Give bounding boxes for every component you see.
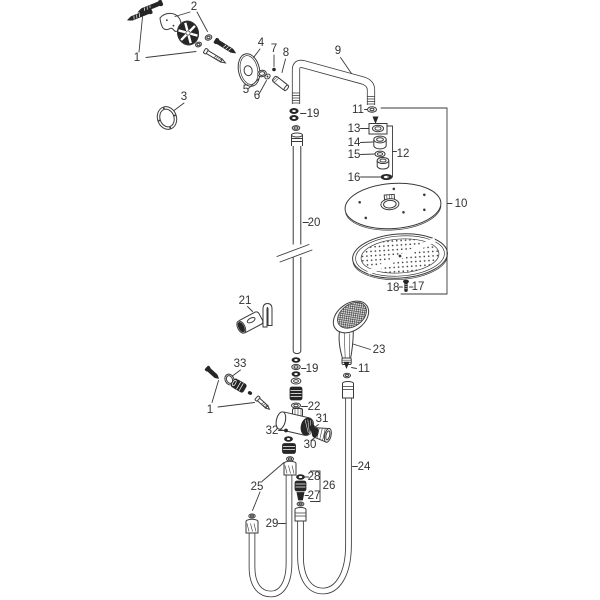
part-17-screw (402, 279, 409, 292)
part-label-26: 26 (323, 480, 336, 492)
part-label-17: 17 (412, 281, 425, 293)
part-label-6: 6 (254, 90, 260, 102)
leader-lines (138, 11, 453, 524)
hose-fitting-handshower (342, 381, 354, 399)
part-label-29: 29 (266, 518, 279, 530)
part-label-22: 22 (308, 401, 321, 413)
direction-marker-icon (372, 116, 379, 124)
part-label-10: 10 (455, 198, 468, 210)
part-label-27: 27 (308, 490, 321, 502)
part-14-union-nut (373, 135, 387, 150)
part-5-o-ring (257, 69, 267, 78)
part-label-28: 28 (308, 471, 321, 483)
part-label-25: 25 (251, 481, 264, 493)
part-label-4: 4 (258, 37, 265, 49)
part-label-30: 30 (304, 439, 317, 451)
part-label-31: 31 (316, 413, 329, 425)
part-label-3: 3 (181, 91, 187, 103)
part-label-7: 7 (271, 43, 277, 55)
part-30-shutoff-handle (311, 427, 332, 443)
part-label-5: 5 (243, 84, 249, 96)
part-label-11-hand: 11 (358, 363, 370, 375)
part-1-mounting-screws-valve (204, 365, 271, 410)
part-20-riser-pipe (276, 132, 313, 355)
part-19-o-rings-valve (290, 357, 302, 385)
part-label-1-valve: 1 (207, 404, 213, 416)
part-label-32: 32 (266, 425, 279, 437)
part-6-adapter-nipple (264, 73, 271, 80)
part-label-21: 21 (239, 295, 252, 307)
part-11-filter-washer-overhead (367, 106, 379, 124)
part-label-12: 12 (397, 148, 410, 160)
part-23-handshower (332, 300, 370, 365)
part-8-sleeve (272, 75, 290, 92)
part-label-24: 24 (358, 461, 371, 473)
part-4-escutcheon (237, 53, 261, 87)
valve-bottom-nut (282, 436, 296, 454)
part-29-shower-hose-short (248, 475, 293, 598)
bracket-disc (176, 20, 200, 46)
part-label-20: 20 (308, 217, 321, 229)
part-label-33: 33 (234, 358, 247, 370)
part-label-19-top: 19 (307, 108, 320, 120)
hose-29-upper-fitting (283, 456, 297, 476)
hose-24-upper-fitting (294, 507, 307, 522)
part-number-labels: 1 2 3 4 5 6 7 8 9 10 11 12 13 14 15 16 1… (134, 1, 468, 530)
part-label-23: 23 (373, 344, 386, 356)
part-label-1-top: 1 (134, 52, 140, 64)
part-19-o-rings-arm (289, 108, 301, 131)
part-label-2: 2 (191, 1, 197, 13)
part-15-o-ring-connector (374, 150, 386, 158)
part-9-shower-arm (291, 59, 376, 105)
part-13-seal (368, 123, 388, 135)
part-label-14: 14 (348, 137, 361, 149)
part-24-shower-hose-long (297, 398, 352, 595)
part-32-set-screw-valve (284, 428, 288, 433)
part-7-grub-screw (272, 67, 276, 72)
part-2-wall-bracket-set (159, 12, 213, 48)
part-33-bushing-set (224, 373, 253, 395)
part-21-handshower-holder (236, 302, 273, 334)
part-label-13: 13 (348, 123, 361, 135)
part-1-mounting-screws-top (126, 0, 237, 64)
connector-cylinder (376, 157, 390, 170)
overhead-shower-spray-plate (352, 233, 448, 281)
direction-marker-icon (343, 361, 350, 369)
part-22-o-ring-valve-port (291, 402, 301, 409)
overhead-shower-top-disc (344, 182, 442, 231)
part-26-filter-set (294, 474, 307, 507)
part-11-filter-washer-handshower (343, 361, 351, 379)
part-3-seal-ring (156, 106, 178, 130)
part-label-18: 18 (387, 282, 400, 294)
part-label-8: 8 (283, 47, 289, 59)
part-label-9: 9 (335, 45, 341, 57)
valve-adapter-knurled (289, 386, 303, 401)
part-label-11-top: 11 (352, 104, 364, 116)
hose-29-end-fitting (245, 513, 259, 534)
part-label-19-valve: 19 (306, 363, 319, 375)
part-label-16: 16 (348, 172, 361, 184)
part-label-15: 15 (348, 149, 361, 161)
